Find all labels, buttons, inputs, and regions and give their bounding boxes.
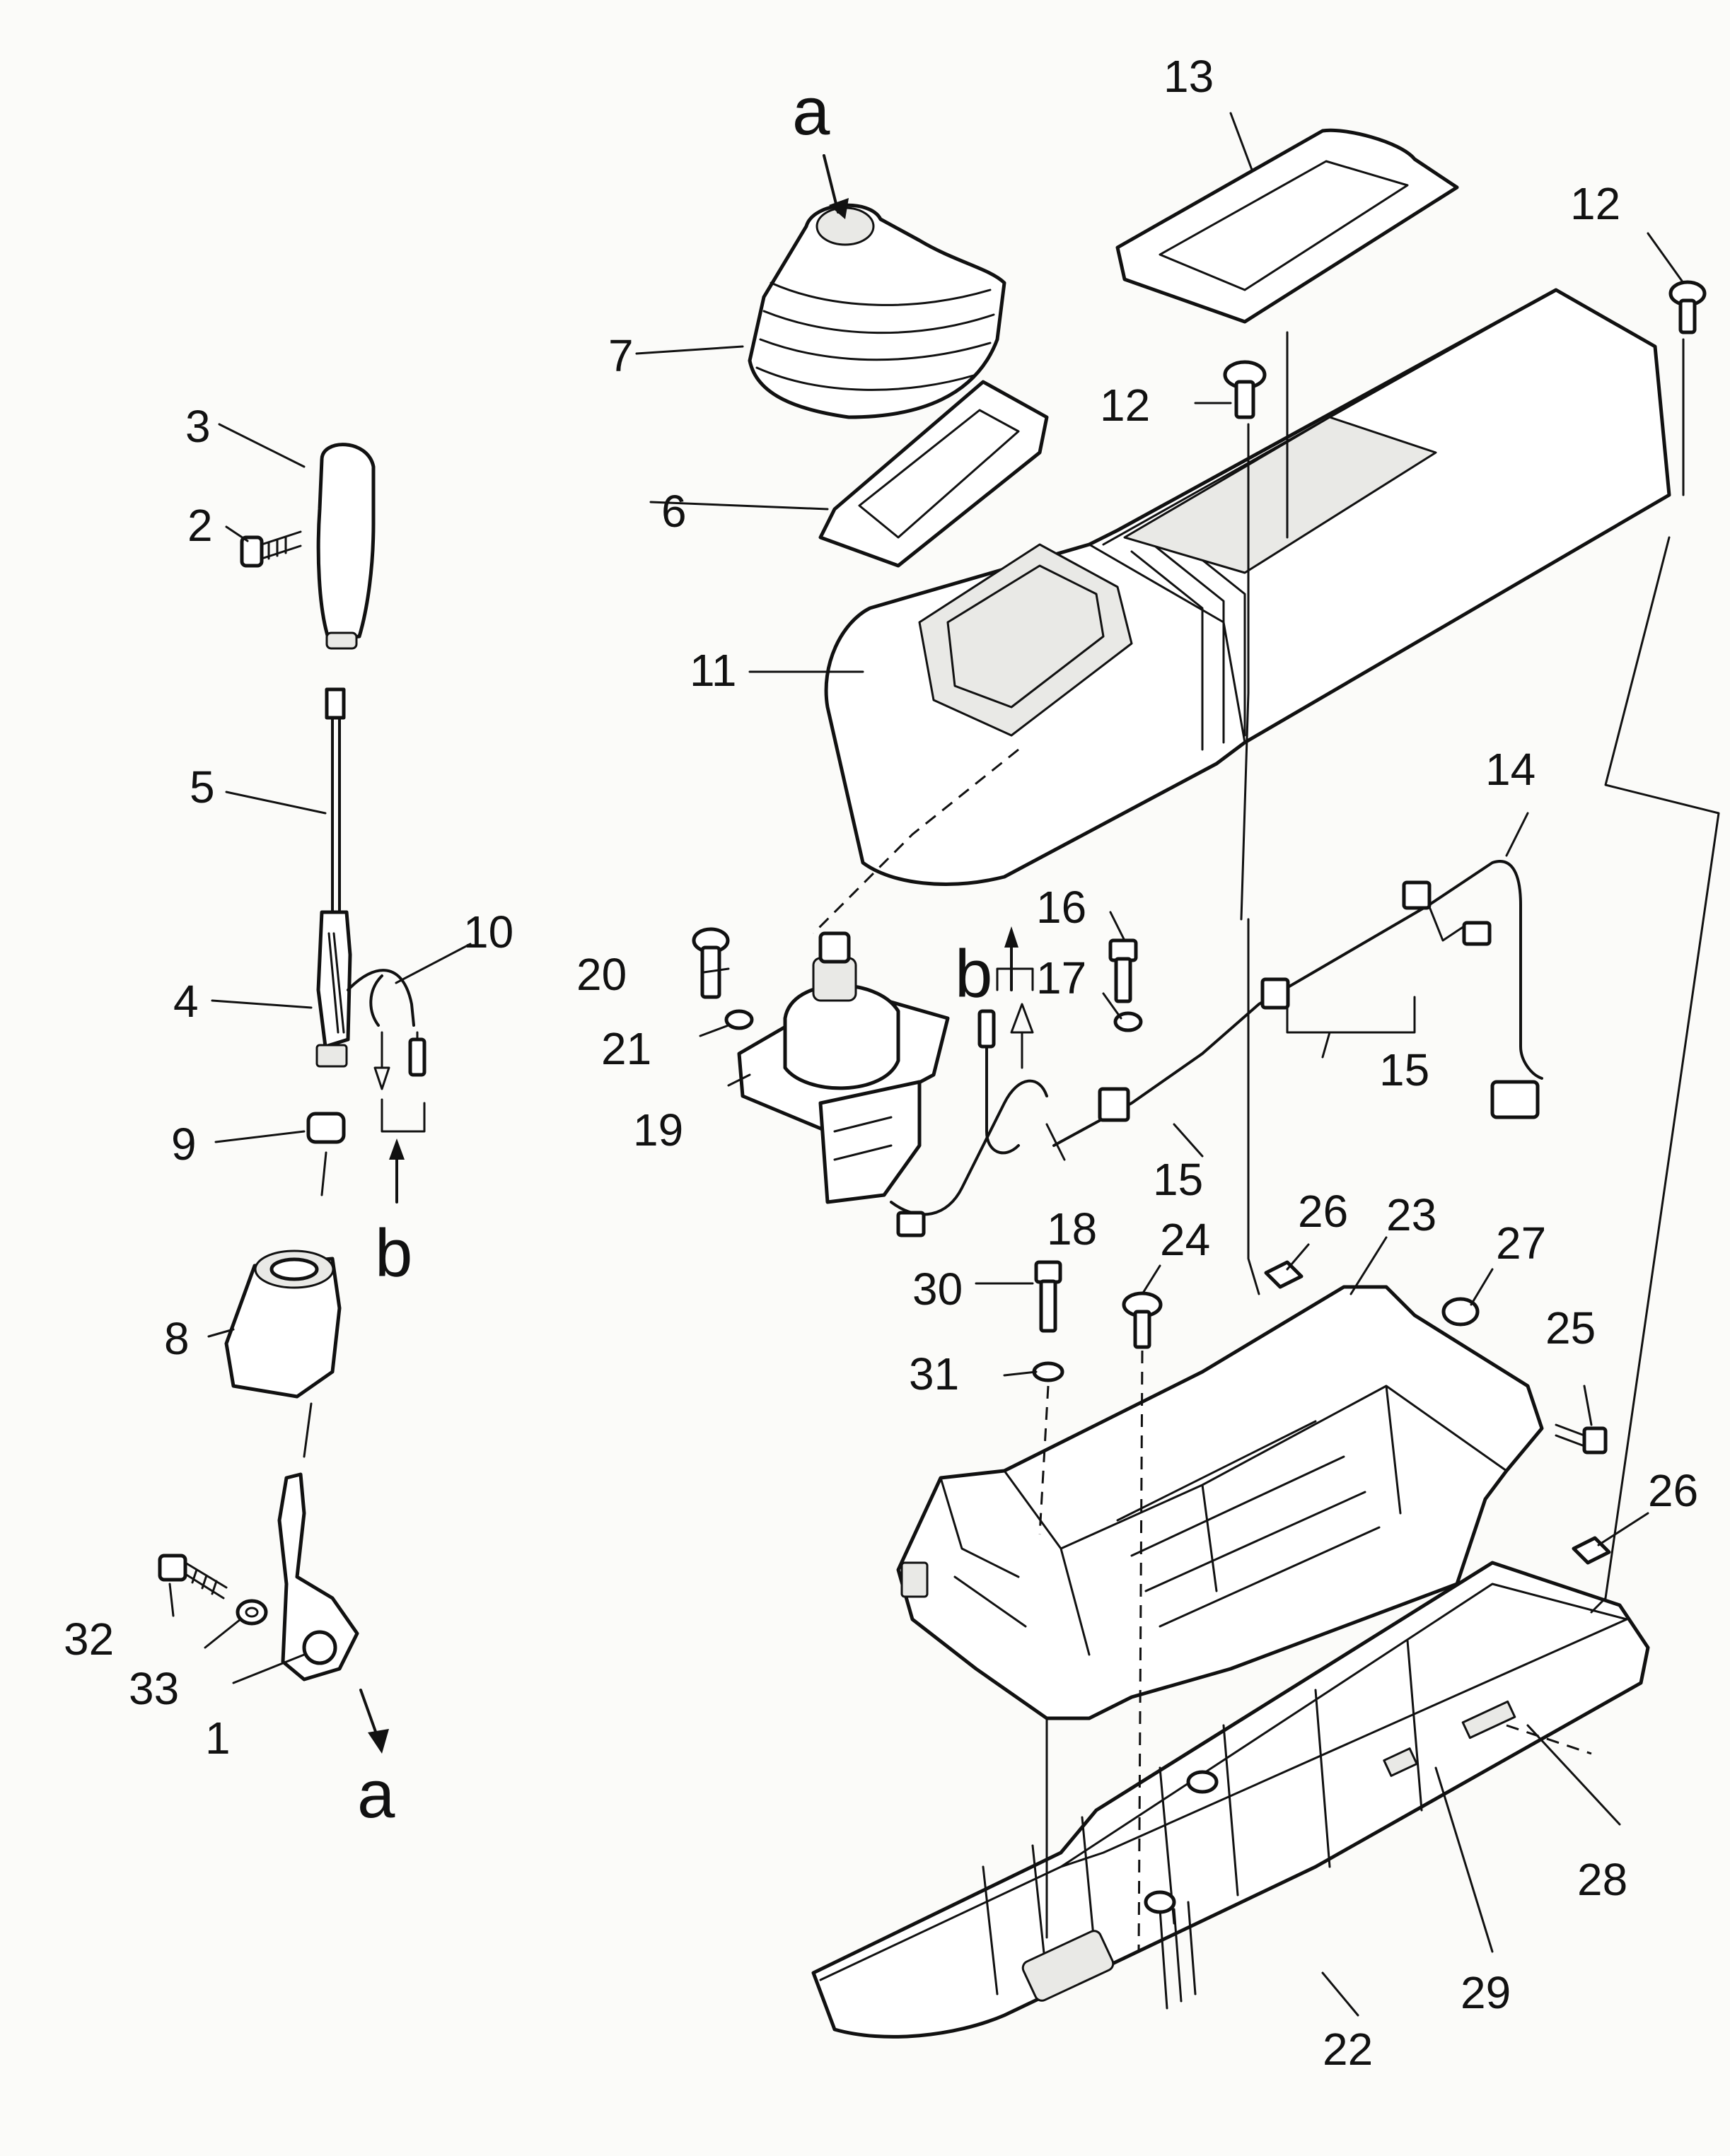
lever-assembly (158, 443, 426, 1682)
label-33: 33 (129, 1663, 179, 1714)
label-10: 10 (463, 907, 513, 957)
reference-labels: a a b b (357, 74, 992, 1832)
top-cover-part (1115, 128, 1459, 324)
label-15-right: 15 (1379, 1044, 1429, 1095)
ref-a-bottom: a (357, 1756, 395, 1832)
label-4: 4 (173, 976, 199, 1027)
label-8: 8 (164, 1313, 190, 1364)
washer-part (236, 1599, 268, 1626)
washer-part-21 (724, 1009, 754, 1030)
label-21: 21 (601, 1023, 651, 1074)
label-30: 30 (912, 1264, 963, 1315)
label-28: 28 (1577, 1854, 1627, 1905)
reference-arrows (359, 154, 1018, 1754)
clip-screw-part-right (1668, 280, 1707, 334)
label-6: 6 (661, 486, 687, 537)
console-assembly (692, 128, 1720, 2039)
knob-part (316, 443, 376, 642)
label-2: 2 (187, 500, 213, 551)
bellows-part (748, 203, 1006, 419)
label-1: 1 (205, 1713, 231, 1764)
label-12-right: 12 (1570, 178, 1620, 229)
label-14: 14 (1485, 744, 1535, 795)
bolt-part-16 (1108, 938, 1138, 1003)
label-26-lower: 26 (1648, 1465, 1698, 1516)
label-5: 5 (190, 762, 215, 812)
label-29: 29 (1461, 1967, 1511, 2018)
nut-part (306, 1112, 346, 1144)
label-16: 16 (1036, 882, 1086, 933)
harness-part (1052, 860, 1543, 1147)
screw-part (240, 530, 302, 568)
wire-part (347, 969, 415, 1027)
bolt-part-30 (1034, 1260, 1062, 1333)
label-23: 23 (1386, 1189, 1436, 1240)
ref-b-left: b (375, 1216, 412, 1291)
label-15-center: 15 (1153, 1154, 1203, 1205)
label-31: 31 (909, 1348, 959, 1399)
bolt-part (158, 1554, 228, 1599)
label-12-center: 12 (1100, 380, 1150, 431)
knob-base (325, 631, 358, 650)
label-3: 3 (185, 401, 211, 452)
leader-lines (168, 112, 1685, 2017)
part-labels: 5 3 2 4 10 9 8 32 33 1 7 6 11 13 12 12 1… (64, 51, 1698, 2075)
label-19: 19 (633, 1105, 683, 1155)
pin-part-24 (1122, 1291, 1163, 1349)
control-valve-part (737, 931, 1048, 1237)
label-24: 24 (1160, 1214, 1210, 1265)
ref-a-top: a (792, 74, 830, 149)
nut-part-27 (1441, 1297, 1480, 1327)
label-17: 17 (1036, 952, 1086, 1003)
ref-b-right: b (955, 936, 992, 1012)
label-27: 27 (1496, 1218, 1546, 1269)
label-13: 13 (1163, 51, 1214, 102)
lower-lever-part (277, 1472, 359, 1682)
label-26-upper: 26 (1298, 1186, 1348, 1237)
rod-top-nut (325, 687, 346, 720)
label-20: 20 (576, 949, 627, 1000)
clip-screw-part (1223, 360, 1267, 419)
label-25: 25 (1545, 1303, 1596, 1353)
screw-part-25 (1555, 1423, 1608, 1455)
label-7: 7 (608, 330, 634, 381)
label-11: 11 (690, 645, 736, 696)
tray-part (811, 1561, 1650, 2039)
washer-part-31 (1032, 1361, 1064, 1382)
label-18: 18 (1047, 1204, 1097, 1254)
bolt-part-20 (692, 927, 730, 999)
label-9: 9 (171, 1119, 197, 1170)
clip-part-26-upper (1264, 1260, 1304, 1289)
wire-connector-part (977, 967, 1034, 1155)
label-22: 22 (1323, 2024, 1373, 2075)
label-32: 32 (64, 1614, 114, 1665)
